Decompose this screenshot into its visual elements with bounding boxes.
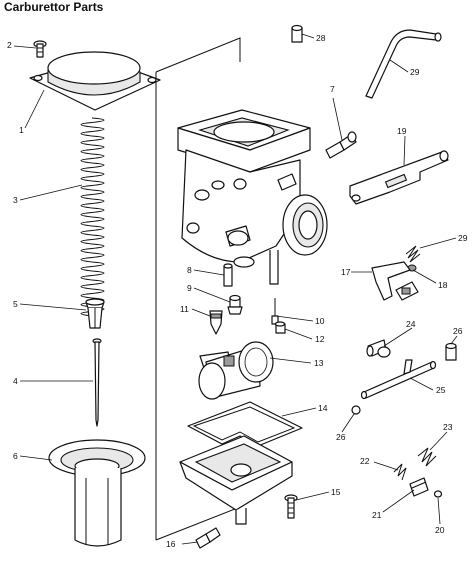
callout-14: 14 — [318, 403, 328, 413]
cap-26-left-part — [351, 405, 361, 415]
choke-bracket-part — [349, 150, 449, 205]
tee-pipe-part — [360, 359, 437, 400]
cover-screw-part — [33, 40, 47, 58]
callout-26-right: 26 — [453, 326, 463, 336]
callout-3: 3 — [13, 195, 18, 205]
callout-8: 8 — [187, 265, 192, 275]
needle-holder-part — [85, 298, 105, 329]
float-needle-part — [209, 310, 223, 335]
callout-25: 25 — [436, 385, 446, 395]
carburettor-body — [177, 109, 328, 285]
jet-needle-part — [92, 338, 102, 427]
float-part — [198, 341, 274, 400]
top-cover-part — [29, 51, 161, 111]
spring-part — [80, 117, 105, 317]
washer-20-part — [433, 490, 443, 498]
callout-15: 15 — [331, 487, 341, 497]
callout-28: 29 — [410, 67, 420, 77]
callout-12: 12 — [315, 334, 325, 344]
choke-lever-part — [371, 261, 419, 301]
callout-1: 1 — [19, 125, 24, 135]
callout-16: 16 — [166, 539, 176, 549]
callout-labels: 2 1 3 5 4 6 7 8 9 11 10 12 13 14 15 16 2… — [7, 33, 468, 549]
callout-18: 18 — [438, 280, 448, 290]
drain-screw-part — [284, 494, 298, 519]
callout-27: 28 — [316, 33, 326, 43]
callout-5: 5 — [13, 299, 18, 309]
callout-21: 21 — [372, 510, 382, 520]
callout-10: 10 — [315, 316, 325, 326]
spring-23-part — [417, 447, 437, 467]
callout-19: 19 — [397, 126, 407, 136]
callout-23: 23 — [443, 422, 453, 432]
page-title: Carburettor Parts — [4, 0, 104, 14]
callout-26-left: 26 — [336, 432, 346, 442]
bowl-screw-part — [195, 527, 221, 549]
callout-20: 20 — [435, 525, 445, 535]
callout-leaders — [13, 33, 458, 545]
callout-2: 2 — [7, 40, 12, 50]
jet-holder-part — [223, 263, 233, 287]
callout-17: 17 — [341, 267, 351, 277]
callout-29: 29 — [458, 233, 468, 243]
cap-26-right-part — [445, 342, 457, 361]
vent-tube-part — [365, 29, 442, 99]
callout-22: 22 — [360, 456, 370, 466]
pilot-jet-part — [274, 321, 286, 334]
callout-6: 6 — [13, 451, 18, 461]
callout-13: 13 — [314, 358, 324, 368]
callout-7: 7 — [330, 84, 335, 94]
callout-24: 24 — [406, 319, 416, 329]
spring-29-part — [405, 245, 421, 263]
callout-9: 9 — [187, 283, 192, 293]
jet-21-part — [409, 477, 429, 497]
spring-22-part — [393, 463, 407, 481]
float-bowl-part — [179, 435, 293, 525]
cap-part-27 — [291, 24, 303, 43]
fitting-24-part — [366, 339, 391, 358]
pilot-needle-part — [271, 298, 279, 325]
callout-11: 11 — [180, 304, 189, 314]
diaphragm-piston-part — [48, 439, 146, 547]
callout-4: 4 — [13, 376, 18, 386]
idle-screw-part — [325, 131, 357, 159]
needle-jet-part — [227, 294, 243, 315]
